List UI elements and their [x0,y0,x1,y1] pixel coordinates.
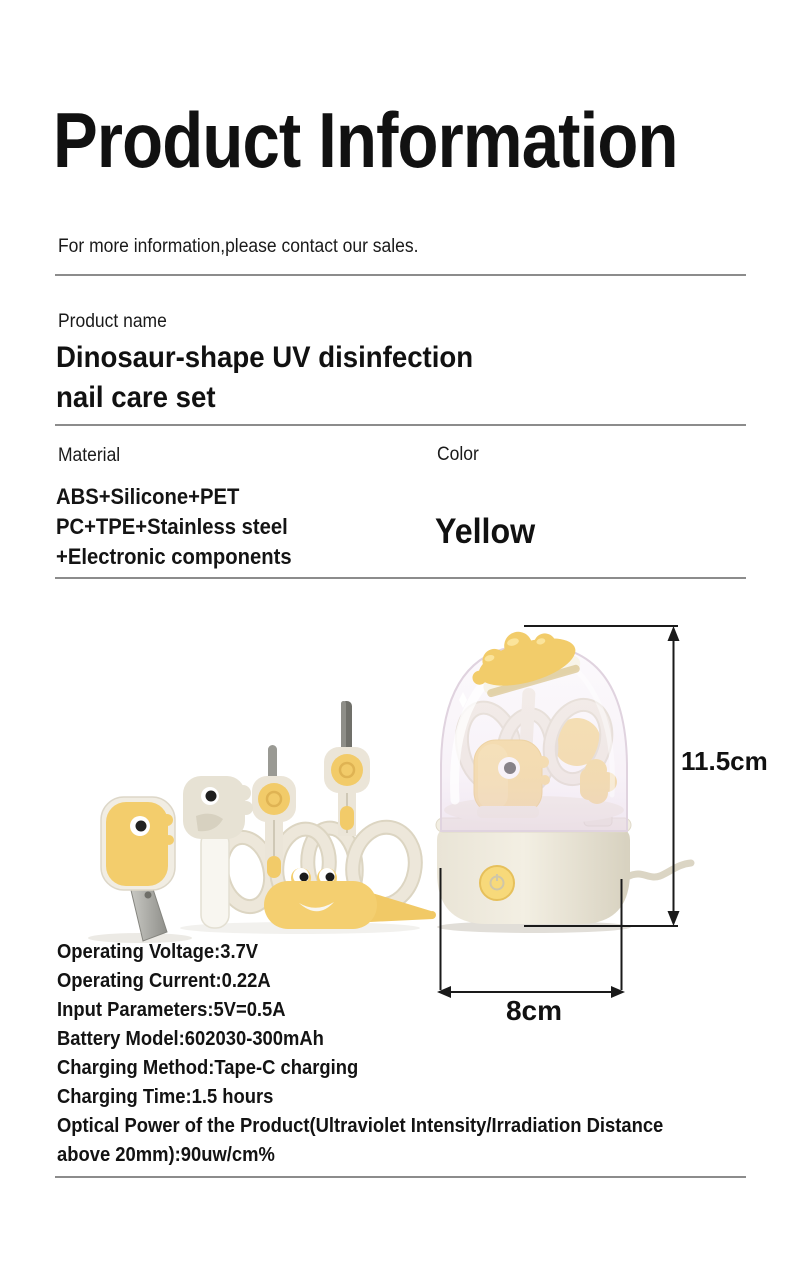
product-name-line1: Dinosaur-shape UV disinfection [56,341,474,374]
product-name: Dinosaur-shape UV disinfection nail care… [56,338,509,418]
arrowhead-right [611,986,625,998]
dino-nail-file [183,776,253,929]
sparkle-highlight [459,692,467,708]
color-value: Yellow [435,512,536,551]
width-dimension-label: 8cm [505,995,563,1026]
spec-line: Battery Model:602030-300mAh [57,1028,324,1050]
arrowhead-up [667,626,680,641]
nail-clipper [100,796,176,942]
divider-under-name [55,424,746,426]
color-label: Color [437,444,479,465]
divider-under-material [55,577,746,579]
product-name-line2: nail care set [56,381,216,414]
crocodile-tweezer-case [264,868,436,929]
arrowhead-down [667,911,680,926]
specs-list: Operating Voltage:3.7V Operating Current… [57,938,716,1170]
spec-line: Charging Method:Tape-C charging [57,1057,359,1079]
material-label: Material [58,445,121,466]
spec-line: Operating Current:0.22A [57,970,271,992]
sterilizer-base [437,828,630,924]
spec-line: Optical Power of the Product(Ultraviolet… [57,1115,664,1137]
contact-note: For more information,please contact our … [58,236,419,257]
power-cable [625,859,695,881]
spec-line: above 20mm):90uw/cm% [57,1144,275,1166]
uv-sterilizer [435,631,695,924]
arrowhead-left [437,986,451,998]
divider-top [55,274,746,276]
spec-line: Charging Time:1.5 hours [57,1086,274,1108]
height-dimension-label: 11.5cm [681,746,768,776]
page-title: Product Information [53,96,678,184]
material-line1: ABS+Silicone+PET [56,484,240,509]
material-line2: PC+TPE+Stainless steel [56,514,288,539]
dino-crest [472,631,581,698]
height-dimension-line [524,625,678,927]
width-dimension-line [439,868,623,993]
spec-line: Operating Voltage:3.7V [57,941,259,963]
product-name-label: Product name [58,311,167,332]
divider-bottom [55,1176,746,1178]
material-values: ABS+Silicone+PET PC+TPE+Stainless steel … [56,482,312,572]
power-button [479,865,515,901]
material-line3: +Electronic components [56,544,292,569]
spec-line: Input Parameters:5V=0.5A [57,999,286,1021]
